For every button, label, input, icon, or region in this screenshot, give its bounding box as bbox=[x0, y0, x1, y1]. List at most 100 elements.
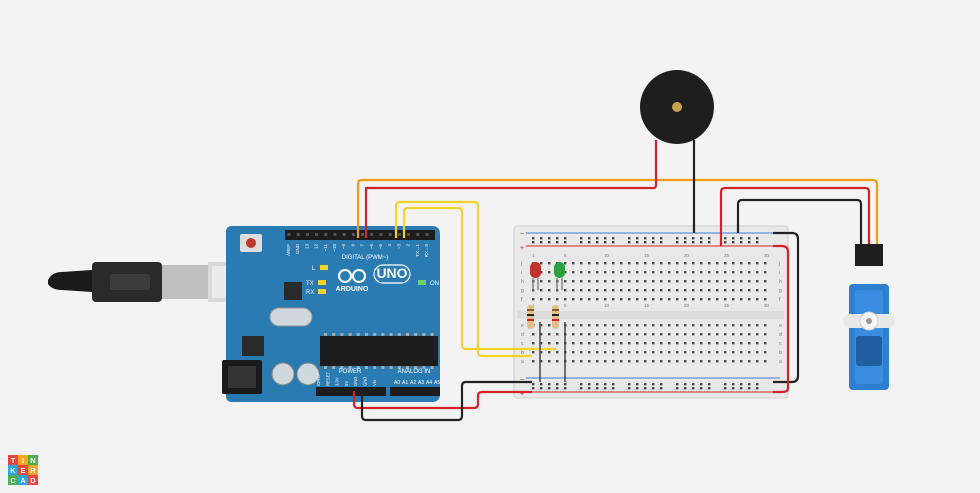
rail-hole[interactable] bbox=[644, 241, 647, 244]
breadboard-hole[interactable] bbox=[532, 298, 535, 301]
breadboard-hole[interactable] bbox=[660, 351, 663, 354]
rail-hole[interactable] bbox=[732, 241, 735, 244]
breadboard-hole[interactable] bbox=[580, 280, 583, 283]
breadboard-hole[interactable] bbox=[596, 262, 599, 265]
breadboard-hole[interactable] bbox=[652, 298, 655, 301]
breadboard-hole[interactable] bbox=[612, 333, 615, 336]
breadboard-hole[interactable] bbox=[604, 333, 607, 336]
breadboard-hole[interactable] bbox=[756, 280, 759, 283]
header-pin[interactable] bbox=[333, 233, 337, 236]
breadboard-hole[interactable] bbox=[692, 298, 695, 301]
breadboard-hole[interactable] bbox=[548, 280, 551, 283]
breadboard-hole[interactable] bbox=[676, 333, 679, 336]
breadboard-hole[interactable] bbox=[532, 333, 535, 336]
rail-hole[interactable] bbox=[740, 387, 743, 390]
header-pin[interactable] bbox=[287, 233, 291, 236]
breadboard-hole[interactable] bbox=[540, 351, 543, 354]
breadboard-hole[interactable] bbox=[604, 342, 607, 345]
breadboard-hole[interactable] bbox=[660, 289, 663, 292]
breadboard-hole[interactable] bbox=[668, 342, 671, 345]
breadboard-hole[interactable] bbox=[756, 298, 759, 301]
breadboard-hole[interactable] bbox=[700, 262, 703, 265]
wire-yellow[interactable] bbox=[402, 206, 556, 351]
breadboard-hole[interactable] bbox=[540, 298, 543, 301]
rail-hole[interactable] bbox=[700, 241, 703, 244]
breadboard-hole[interactable] bbox=[612, 262, 615, 265]
breadboard-hole[interactable] bbox=[732, 351, 735, 354]
breadboard-hole[interactable] bbox=[756, 360, 759, 363]
breadboard-hole[interactable] bbox=[604, 351, 607, 354]
breadboard-hole[interactable] bbox=[628, 298, 631, 301]
breadboard-hole[interactable] bbox=[724, 360, 727, 363]
breadboard-hole[interactable] bbox=[708, 333, 711, 336]
breadboard-hole[interactable] bbox=[644, 298, 647, 301]
rail-hole[interactable] bbox=[532, 387, 535, 390]
breadboard-hole[interactable] bbox=[596, 333, 599, 336]
breadboard-hole[interactable] bbox=[700, 298, 703, 301]
breadboard-hole[interactable] bbox=[612, 298, 615, 301]
rail-hole[interactable] bbox=[636, 241, 639, 244]
breadboard-hole[interactable] bbox=[532, 289, 535, 292]
breadboard-hole[interactable] bbox=[676, 298, 679, 301]
rail-hole[interactable] bbox=[732, 383, 735, 386]
breadboard-hole[interactable] bbox=[580, 360, 583, 363]
rail-hole[interactable] bbox=[700, 387, 703, 390]
breadboard-hole[interactable] bbox=[732, 262, 735, 265]
breadboard-hole[interactable] bbox=[692, 351, 695, 354]
breadboard-hole[interactable] bbox=[716, 298, 719, 301]
breadboard-hole[interactable] bbox=[732, 298, 735, 301]
header-pin[interactable] bbox=[407, 233, 411, 236]
breadboard-hole[interactable] bbox=[588, 360, 591, 363]
rail-hole[interactable] bbox=[564, 383, 567, 386]
breadboard-hole[interactable] bbox=[708, 271, 711, 274]
wire-red[interactable] bbox=[352, 390, 532, 410]
breadboard-hole[interactable] bbox=[756, 351, 759, 354]
breadboard-hole[interactable] bbox=[612, 360, 615, 363]
breadboard-hole[interactable] bbox=[716, 360, 719, 363]
breadboard-hole[interactable] bbox=[668, 360, 671, 363]
breadboard-hole[interactable] bbox=[740, 289, 743, 292]
breadboard-hole[interactable] bbox=[652, 289, 655, 292]
breadboard-hole[interactable] bbox=[740, 324, 743, 327]
breadboard-hole[interactable] bbox=[764, 271, 767, 274]
rail-hole[interactable] bbox=[532, 241, 535, 244]
breadboard-hole[interactable] bbox=[668, 324, 671, 327]
breadboard-hole[interactable] bbox=[668, 271, 671, 274]
breadboard-hole[interactable] bbox=[636, 342, 639, 345]
breadboard-hole[interactable] bbox=[556, 289, 559, 292]
rail-hole[interactable] bbox=[756, 237, 759, 240]
rail-hole[interactable] bbox=[588, 383, 591, 386]
breadboard-hole[interactable] bbox=[660, 262, 663, 265]
breadboard-hole[interactable] bbox=[636, 351, 639, 354]
rail-hole[interactable] bbox=[700, 237, 703, 240]
breadboard-hole[interactable] bbox=[612, 280, 615, 283]
breadboard-hole[interactable] bbox=[612, 271, 615, 274]
breadboard-hole[interactable] bbox=[540, 333, 543, 336]
breadboard-hole[interactable] bbox=[676, 342, 679, 345]
breadboard-hole[interactable] bbox=[564, 298, 567, 301]
rail-hole[interactable] bbox=[700, 383, 703, 386]
header-pin[interactable] bbox=[397, 233, 401, 236]
rail-hole[interactable] bbox=[724, 383, 727, 386]
breadboard-hole[interactable] bbox=[644, 351, 647, 354]
breadboard-hole[interactable] bbox=[636, 289, 639, 292]
breadboard-hole[interactable] bbox=[748, 298, 751, 301]
breadboard-hole[interactable] bbox=[572, 298, 575, 301]
rail-hole[interactable] bbox=[708, 237, 711, 240]
breadboard-hole[interactable] bbox=[748, 360, 751, 363]
breadboard-hole[interactable] bbox=[724, 298, 727, 301]
breadboard-hole[interactable] bbox=[740, 298, 743, 301]
breadboard-hole[interactable] bbox=[620, 271, 623, 274]
breadboard-hole[interactable] bbox=[740, 262, 743, 265]
rail-hole[interactable] bbox=[564, 237, 567, 240]
rail-hole[interactable] bbox=[564, 241, 567, 244]
breadboard-hole[interactable] bbox=[628, 324, 631, 327]
breadboard-hole[interactable] bbox=[580, 342, 583, 345]
breadboard-hole[interactable] bbox=[660, 324, 663, 327]
breadboard-hole[interactable] bbox=[756, 324, 759, 327]
breadboard-hole[interactable] bbox=[764, 280, 767, 283]
breadboard-hole[interactable] bbox=[740, 333, 743, 336]
breadboard-hole[interactable] bbox=[604, 324, 607, 327]
wire-black[interactable] bbox=[736, 198, 863, 246]
